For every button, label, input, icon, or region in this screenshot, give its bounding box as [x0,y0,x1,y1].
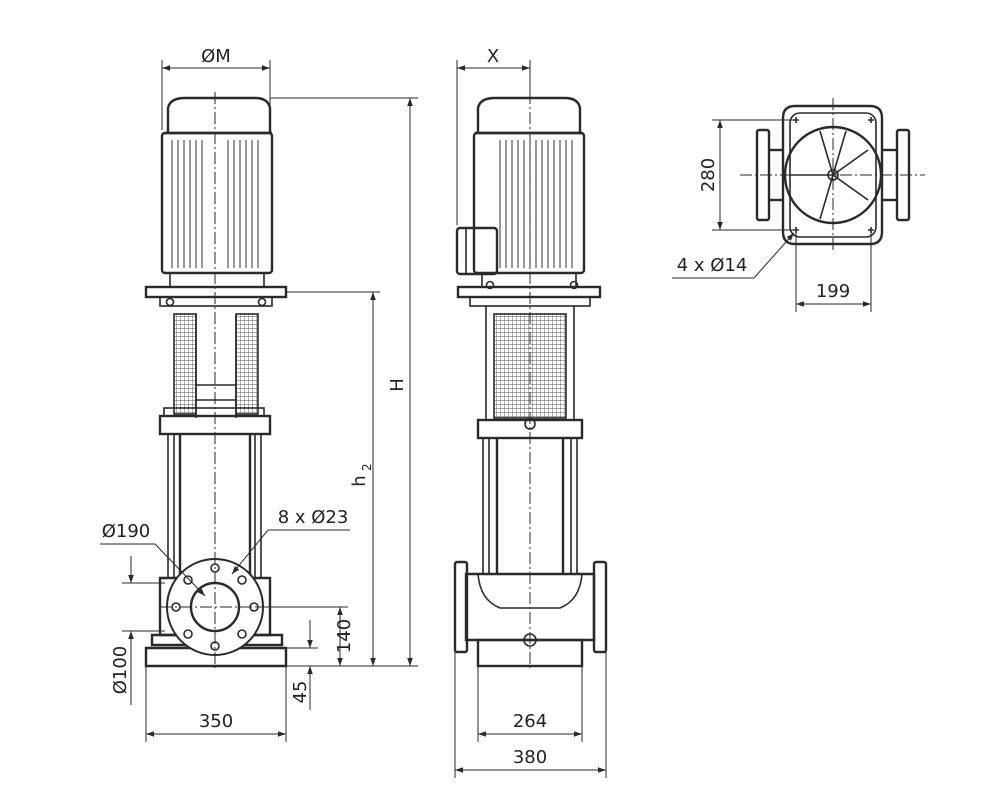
side-base-width-label: 264 [513,711,547,732]
front-motor-fins [171,140,259,268]
top-dimensions: 280 199 4 x Ø14 [672,119,872,312]
front-base-width-label: 350 [199,711,233,732]
overall-width-label: 380 [513,747,547,768]
side-view [453,92,608,668]
front-dimensions: ØM H h 2 140 45 350 Ø190 [100,46,418,742]
flange-bolts-label: 8 x Ø23 [278,507,349,528]
motor-offset-label: X [487,46,499,67]
front-view [144,92,288,668]
side-dimensions: X 264 380 [454,46,607,778]
top-depth-label: 280 [698,158,719,192]
base-height-label: 45 [290,681,311,704]
motor-diameter-label: ØM [201,46,231,67]
total-height-label: H [387,378,408,392]
top-view [740,98,925,252]
top-width-label: 199 [816,281,850,302]
outlet-height-label: h [349,475,370,486]
pipe-diameter-label: Ø100 [110,646,131,695]
flange-diameter-label: Ø190 [102,521,151,542]
outlet-height-subscript: 2 [360,463,374,471]
anchor-holes-label: 4 x Ø14 [677,255,748,276]
flange-center-height-label: 140 [334,619,355,653]
side-motor-fins [499,140,573,268]
fan-blades [791,130,869,220]
